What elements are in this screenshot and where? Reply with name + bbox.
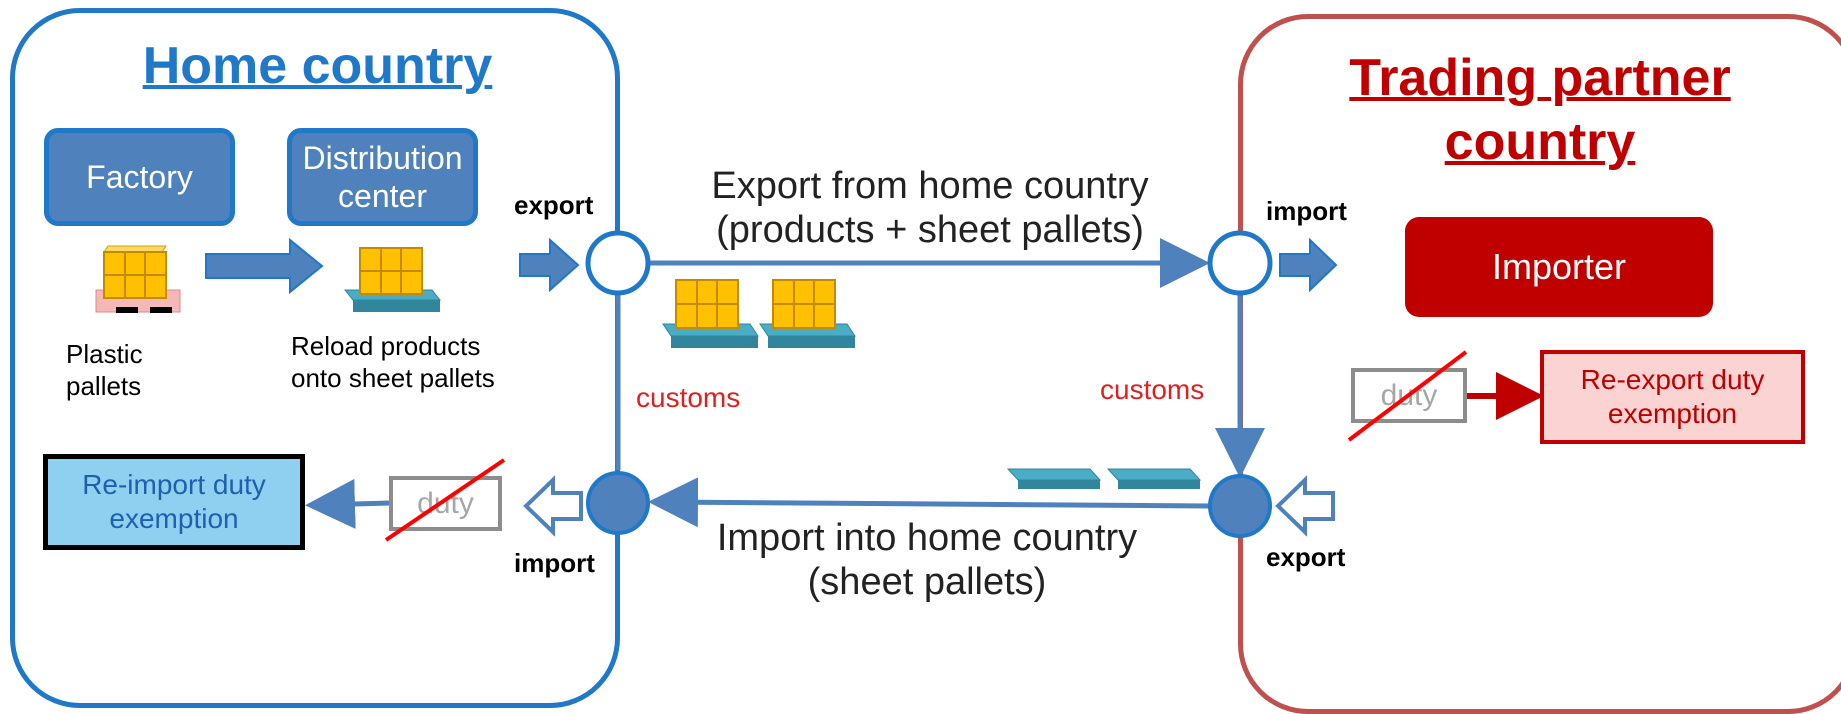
partner-import-label: import <box>1266 196 1347 226</box>
home-import-label: import <box>514 548 595 578</box>
reload-note-label: Reload products onto sheet pallets <box>291 331 495 393</box>
home-export-node <box>585 230 651 296</box>
transit-crate-2 <box>759 279 856 348</box>
transit-crate-1 <box>662 279 759 348</box>
import-block-arrow <box>1279 237 1338 293</box>
reexport-exemption-box: Re-export duty exemption <box>1540 350 1805 444</box>
import-hollow-arrow <box>523 475 583 537</box>
duty-to-reimport-arrow <box>305 478 390 529</box>
returning-sheet-pallets <box>1006 468 1202 489</box>
factory-to-dc-arrow <box>205 237 324 295</box>
factory-box: Factory <box>44 128 235 226</box>
export-flow-label: Export from home country (products + she… <box>711 165 1149 251</box>
importer-box: Importer <box>1405 217 1713 317</box>
partner-import-node <box>1207 230 1273 296</box>
home-export-label: export <box>514 190 594 220</box>
plastic-pallets-label: Plastic pallets <box>66 339 143 401</box>
plastic-pallet-crate <box>95 245 181 313</box>
import-flow-arrow <box>648 477 1209 528</box>
partner-export-node <box>1208 474 1272 538</box>
diagram-graphics <box>95 230 1544 538</box>
reimport-exemption-box: Re-import duty exemption <box>43 454 305 550</box>
home-import-node <box>586 471 650 535</box>
home-duty-box: duty <box>389 476 502 531</box>
diagram-stage: Home country Trading partner country Fac… <box>10 8 1841 714</box>
partner-customs-label: customs <box>1100 374 1205 405</box>
export-block-arrow <box>519 237 580 293</box>
home-country-title: Home country <box>142 37 493 95</box>
sheet-pallet-crate-dc <box>343 247 442 312</box>
partner-export-label: export <box>1266 542 1346 572</box>
import-flow-label: Import into home country (sheet pallets) <box>716 517 1138 603</box>
partner-duty-box: duty <box>1351 368 1467 423</box>
distribution-center-box: Distribution center <box>287 128 478 226</box>
export-hollow-arrow <box>1275 475 1335 537</box>
home-customs-label: customs <box>636 382 741 413</box>
partner-country-title: Trading partner country <box>1349 49 1731 171</box>
